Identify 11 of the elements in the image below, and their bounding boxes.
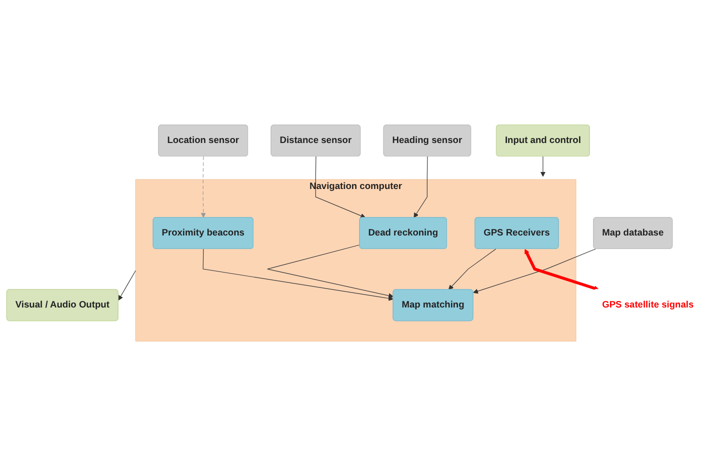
arrow bbox=[202, 248, 394, 301]
arrow bbox=[524, 248, 600, 291]
arrow bbox=[540, 156, 546, 177]
arrow bbox=[448, 248, 496, 290]
arrow bbox=[118, 270, 136, 301]
arrow bbox=[200, 156, 206, 218]
node-text: GPS satellite signals bbox=[602, 300, 694, 310]
arrow bbox=[267, 244, 394, 298]
arrow bbox=[315, 156, 366, 218]
arrow bbox=[414, 156, 428, 218]
arrow bbox=[473, 248, 596, 294]
